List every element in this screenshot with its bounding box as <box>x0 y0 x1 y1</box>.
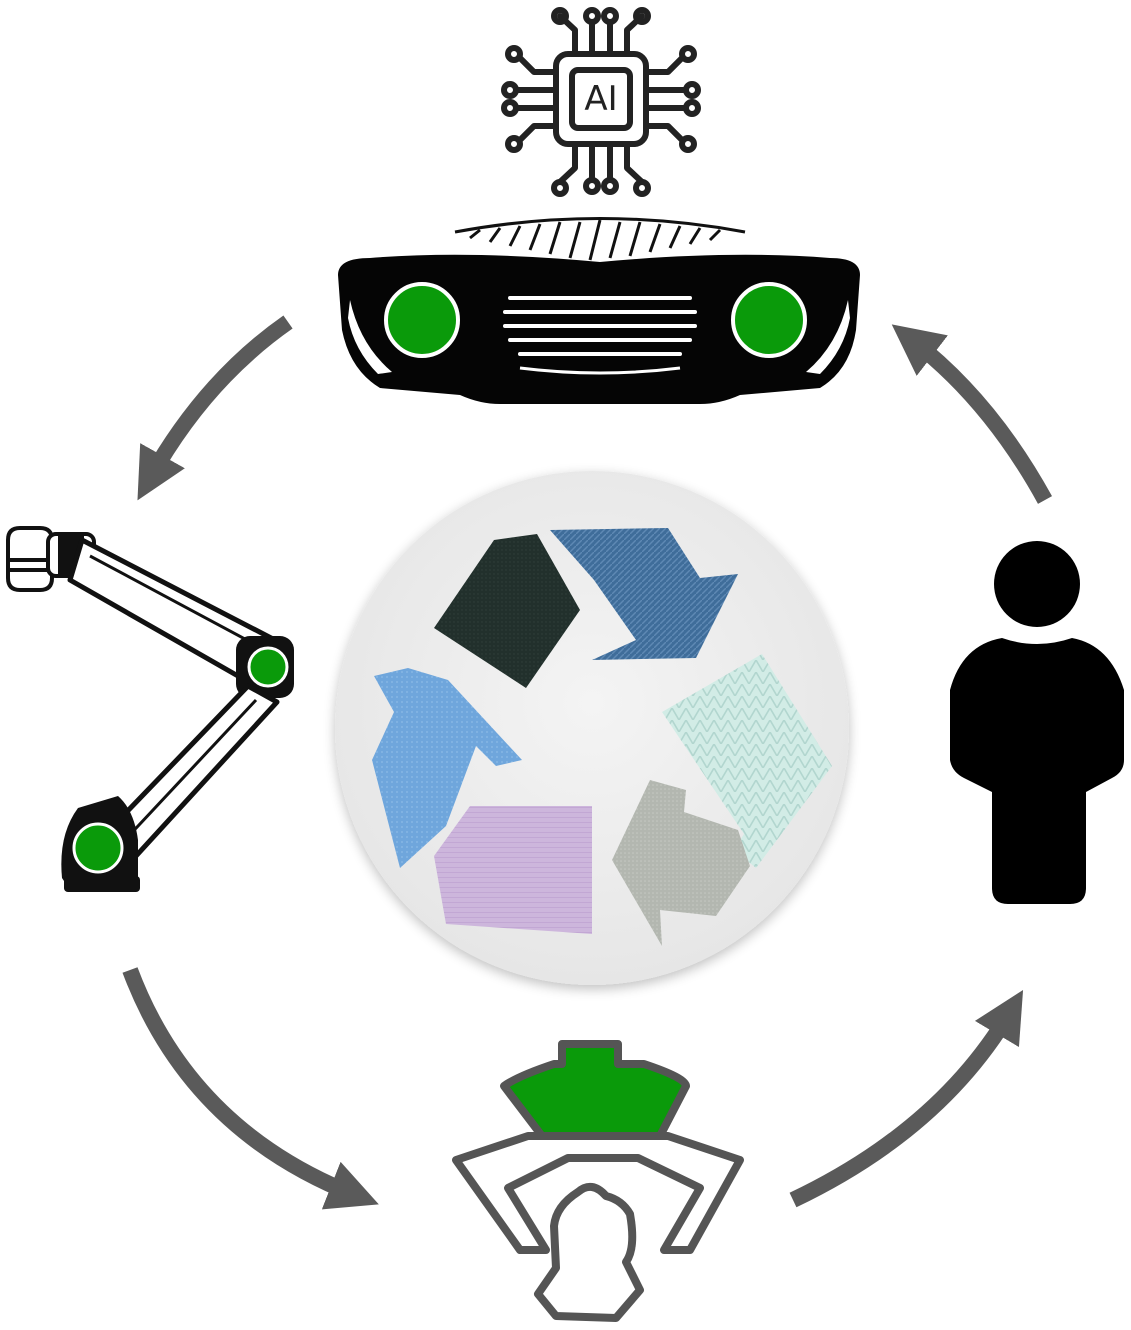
robot-head-left-eye <box>386 284 458 356</box>
arrow-head-to-arm <box>150 322 288 478</box>
person-head <box>994 541 1080 627</box>
arrow-human-to-head <box>912 340 1045 500</box>
arrow-gripper-to-human <box>793 1012 1010 1200</box>
robot-head-comb <box>455 219 745 261</box>
center-recycle-circle <box>335 471 849 985</box>
robot-arm-icon <box>8 528 294 892</box>
ai-chip-label: AI <box>584 79 617 119</box>
robot-head-right-eye <box>733 284 805 356</box>
robot-arm-base-joint <box>74 824 122 872</box>
fabric-lilac <box>434 806 592 934</box>
person-icon <box>950 541 1124 904</box>
robot-head-icon <box>338 219 860 405</box>
gripper-top-block <box>504 1044 686 1136</box>
robot-arm-elbow-joint <box>249 648 287 686</box>
gripper-icon <box>456 1044 740 1318</box>
person-body <box>950 638 1124 904</box>
gripper-textile <box>538 1187 640 1318</box>
arrow-arm-to-gripper <box>130 970 355 1195</box>
